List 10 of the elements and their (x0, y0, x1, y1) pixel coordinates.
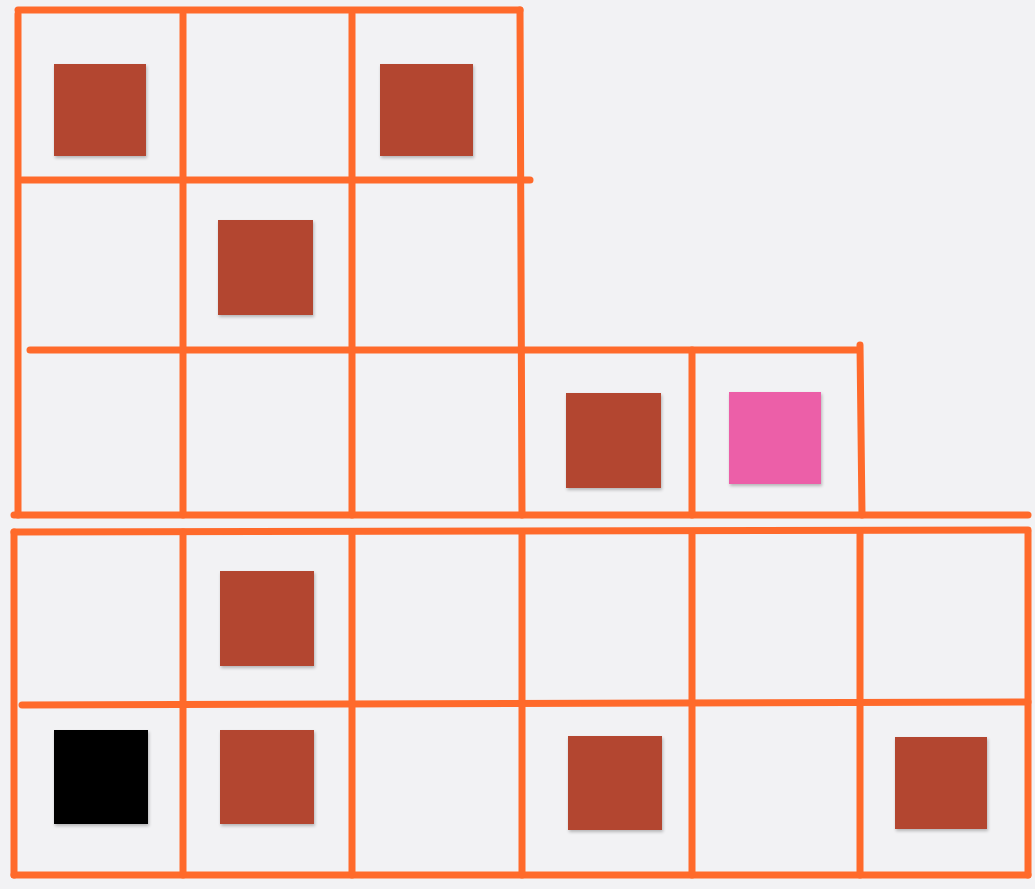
square-tile (568, 736, 662, 830)
square-tile (220, 571, 314, 666)
square-tile (729, 392, 821, 484)
square-tile (566, 393, 661, 488)
square-tile (218, 220, 313, 315)
square-tile (380, 64, 473, 156)
square-tile (54, 64, 146, 156)
square-tile (54, 730, 148, 824)
square-tile (220, 730, 314, 824)
square-tile (895, 737, 987, 829)
